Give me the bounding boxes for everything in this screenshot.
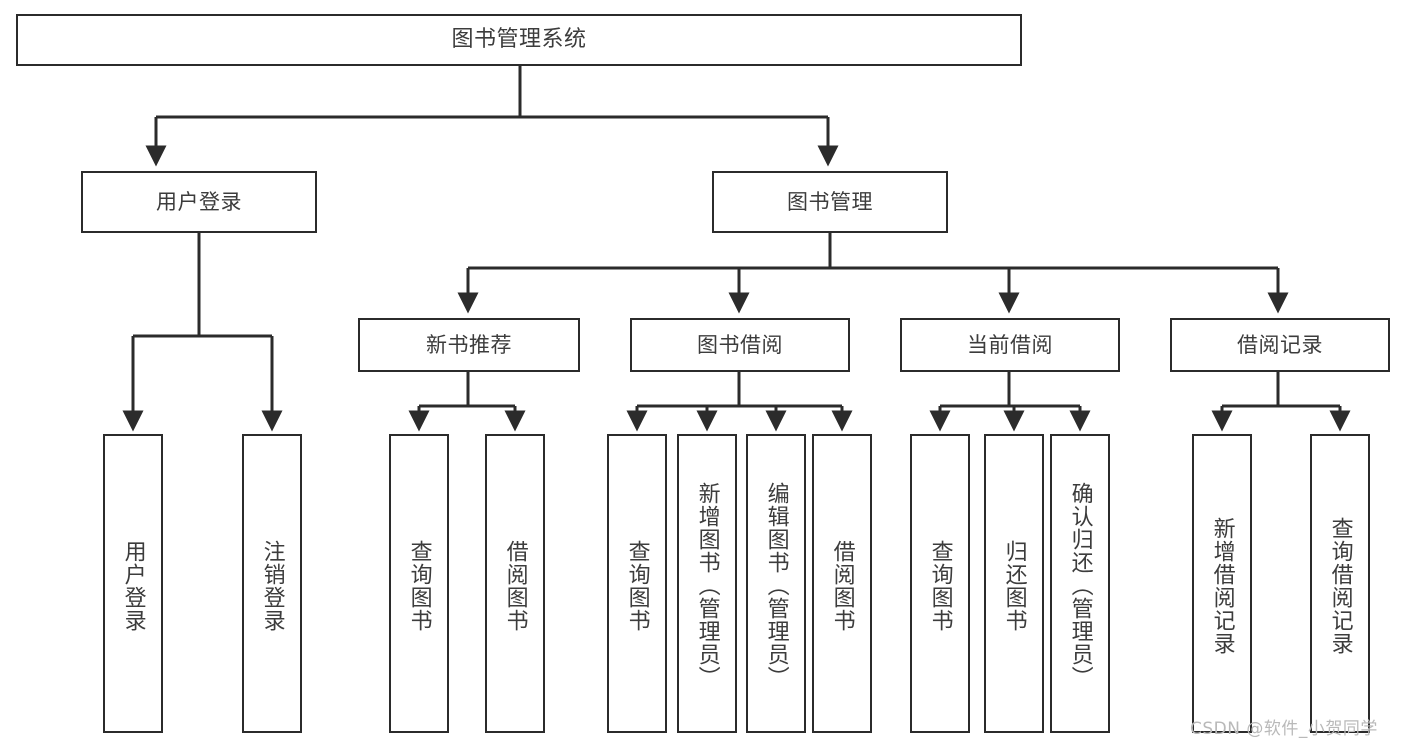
node-label: 借阅记录 (1237, 332, 1323, 357)
node-book-borrow[interactable]: 图书借阅 (630, 318, 850, 372)
leaf-new-book-query-book[interactable]: 查询图书 (389, 434, 449, 733)
node-label: 图书管理 (787, 189, 873, 214)
leaf-user-login-logout[interactable]: 注销登录 (242, 434, 302, 733)
node-label: 图书管理系统 (451, 27, 587, 53)
node-label: 借阅图书 (829, 539, 855, 632)
node-label: 查询图书 (406, 539, 432, 632)
node-label: 查询图书 (624, 539, 650, 632)
leaf-new-book-borrow-book[interactable]: 借阅图书 (485, 434, 545, 733)
leaf-user-login-login[interactable]: 用户登录 (103, 434, 163, 733)
node-label: 用户登录 (156, 189, 242, 214)
node-new-book-recommend[interactable]: 新书推荐 (358, 318, 580, 372)
node-root-book-management-system[interactable]: 图书管理系统 (16, 14, 1022, 66)
node-label: 归还图书 (1001, 539, 1027, 632)
node-book-management[interactable]: 图书管理 (712, 171, 948, 233)
node-label: 新增借阅记录 (1209, 516, 1235, 655)
node-label: 新书推荐 (426, 332, 512, 357)
leaf-book-borrow-add-book-admin[interactable]: 新增图书（管理员） (677, 434, 737, 733)
leaf-book-borrow-edit-book-admin[interactable]: 编辑图书（管理员） (746, 434, 806, 733)
node-label: 编辑图书（管理员） (763, 482, 789, 689)
node-label: 注销登录 (259, 539, 285, 632)
node-label: 查询图书 (927, 539, 953, 632)
node-user-login[interactable]: 用户登录 (81, 171, 317, 233)
node-label: 图书借阅 (697, 332, 783, 357)
node-label: 新增图书（管理员） (694, 482, 720, 689)
node-current-borrow[interactable]: 当前借阅 (900, 318, 1120, 372)
leaf-book-borrow-query-book[interactable]: 查询图书 (607, 434, 667, 733)
node-label: 用户登录 (120, 539, 146, 632)
csdn-watermark: CSDN @软件_小贺同学 (1190, 719, 1378, 739)
node-label: 当前借阅 (967, 332, 1053, 357)
leaf-current-borrow-query-book[interactable]: 查询图书 (910, 434, 970, 733)
node-borrow-record[interactable]: 借阅记录 (1170, 318, 1390, 372)
node-label: 借阅图书 (502, 539, 528, 632)
leaf-current-borrow-confirm-return-admin[interactable]: 确认归还（管理员） (1050, 434, 1110, 733)
leaf-book-borrow-borrow-book[interactable]: 借阅图书 (812, 434, 872, 733)
leaf-borrow-record-query-record[interactable]: 查询借阅记录 (1310, 434, 1370, 733)
node-label: 查询借阅记录 (1327, 516, 1353, 655)
node-label: 确认归还（管理员） (1067, 482, 1093, 689)
leaf-borrow-record-add-record[interactable]: 新增借阅记录 (1192, 434, 1252, 733)
leaf-current-borrow-return-book[interactable]: 归还图书 (984, 434, 1044, 733)
